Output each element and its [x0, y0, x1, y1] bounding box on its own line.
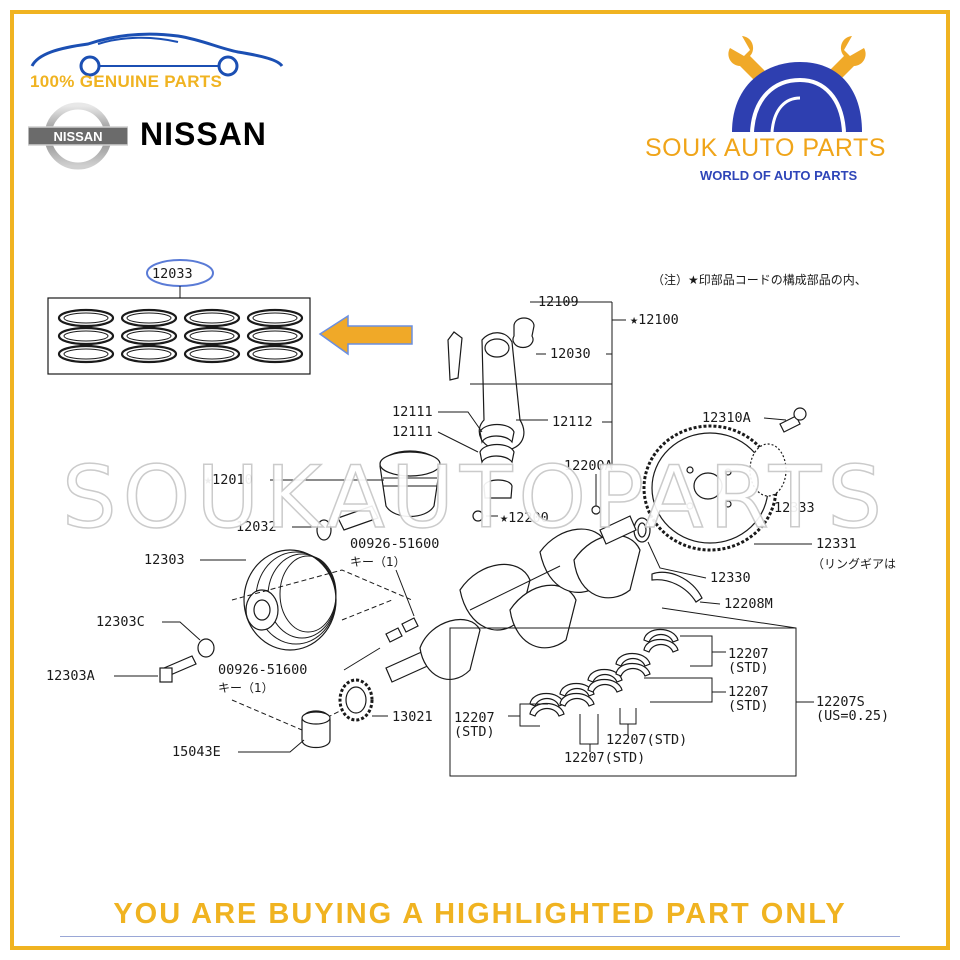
label-12331: 12331 — [816, 536, 857, 552]
label-12333: 12333 — [774, 500, 815, 516]
piston-icon — [316, 450, 441, 541]
connecting-rod-icon — [447, 317, 535, 522]
label-12200: ★12200 — [500, 510, 549, 526]
label-12100: ★12100 — [630, 312, 679, 328]
label-12303c: 12303C — [96, 614, 145, 630]
label-12207-e: 12207(STD) — [564, 750, 645, 766]
label-12207s: 12207S — [816, 694, 865, 710]
label-12303: 12303 — [144, 552, 185, 568]
key-note-upper: キー（1） — [350, 555, 406, 569]
label-12010: ★12010 — [204, 472, 253, 488]
highlight-arrow-icon — [318, 314, 413, 356]
crank-pulley-icon — [243, 549, 337, 651]
nissan-logo-icon: NISSAN — [28, 102, 128, 170]
label-00926-lower: 00926-51600 — [218, 662, 307, 678]
label-12330: 12330 — [710, 570, 751, 586]
key-note-lower: キー（1） — [218, 681, 274, 695]
label-15043e: 15043E — [172, 744, 221, 760]
crank-sprocket-icon — [338, 678, 374, 722]
logo-badge-text: NISSAN — [53, 129, 102, 144]
label-12111-upper: 12111 — [392, 404, 433, 420]
label-13021: 13021 — [392, 709, 433, 725]
shop-tagline: WORLD OF AUTO PARTS — [700, 168, 858, 183]
label-12310a: 12310A — [702, 410, 751, 426]
label-12207-d: 12207(STD) — [606, 732, 687, 748]
flywheel-icon — [642, 407, 807, 552]
label-12112: 12112 — [552, 414, 593, 430]
genuine-parts-label: 100% GENUINE PARTS — [30, 72, 223, 91]
std-c: (STD) — [454, 724, 495, 740]
main-bearings-icon — [529, 628, 679, 717]
label-12030: 12030 — [550, 346, 591, 362]
brand-name: NISSAN — [140, 116, 267, 152]
label-12109: 12109 — [538, 294, 579, 310]
us-025: (US=0.25) — [816, 708, 889, 724]
label-12032: 12032 — [236, 519, 277, 535]
footer-divider — [60, 936, 900, 937]
std-a: (STD) — [728, 660, 769, 676]
label-00926-upper: 00926-51600 — [350, 536, 439, 552]
wrench-helmet-logo-icon — [728, 36, 866, 133]
label-12207-b: 12207 — [728, 684, 769, 700]
ring-gear-note: （リングギアは — [812, 557, 896, 571]
label-12303a: 12303A — [46, 668, 95, 684]
label-12207-a: 12207 — [728, 646, 769, 662]
label-12200a: 12200A — [564, 458, 613, 474]
piston-rings-icon — [57, 308, 304, 364]
label-12111-lower: 12111 — [392, 424, 433, 440]
std-b: (STD) — [728, 698, 769, 714]
label-12208m: 12208M — [724, 596, 773, 612]
piston-ring-set-box: 12033 — [47, 259, 311, 375]
gold-frame — [10, 10, 950, 950]
highlight-notice: YOU ARE BUYING A HIGHLIGHTED PART ONLY — [113, 898, 847, 930]
shop-name: SOUK AUTO PARTS — [645, 134, 886, 162]
car-silhouette-icon — [30, 32, 284, 77]
label-12033: 12033 — [152, 266, 193, 282]
japanese-note: （注）★印部品コードの構成部品の内、 — [652, 272, 867, 287]
label-12207-c: 12207 — [454, 710, 495, 726]
